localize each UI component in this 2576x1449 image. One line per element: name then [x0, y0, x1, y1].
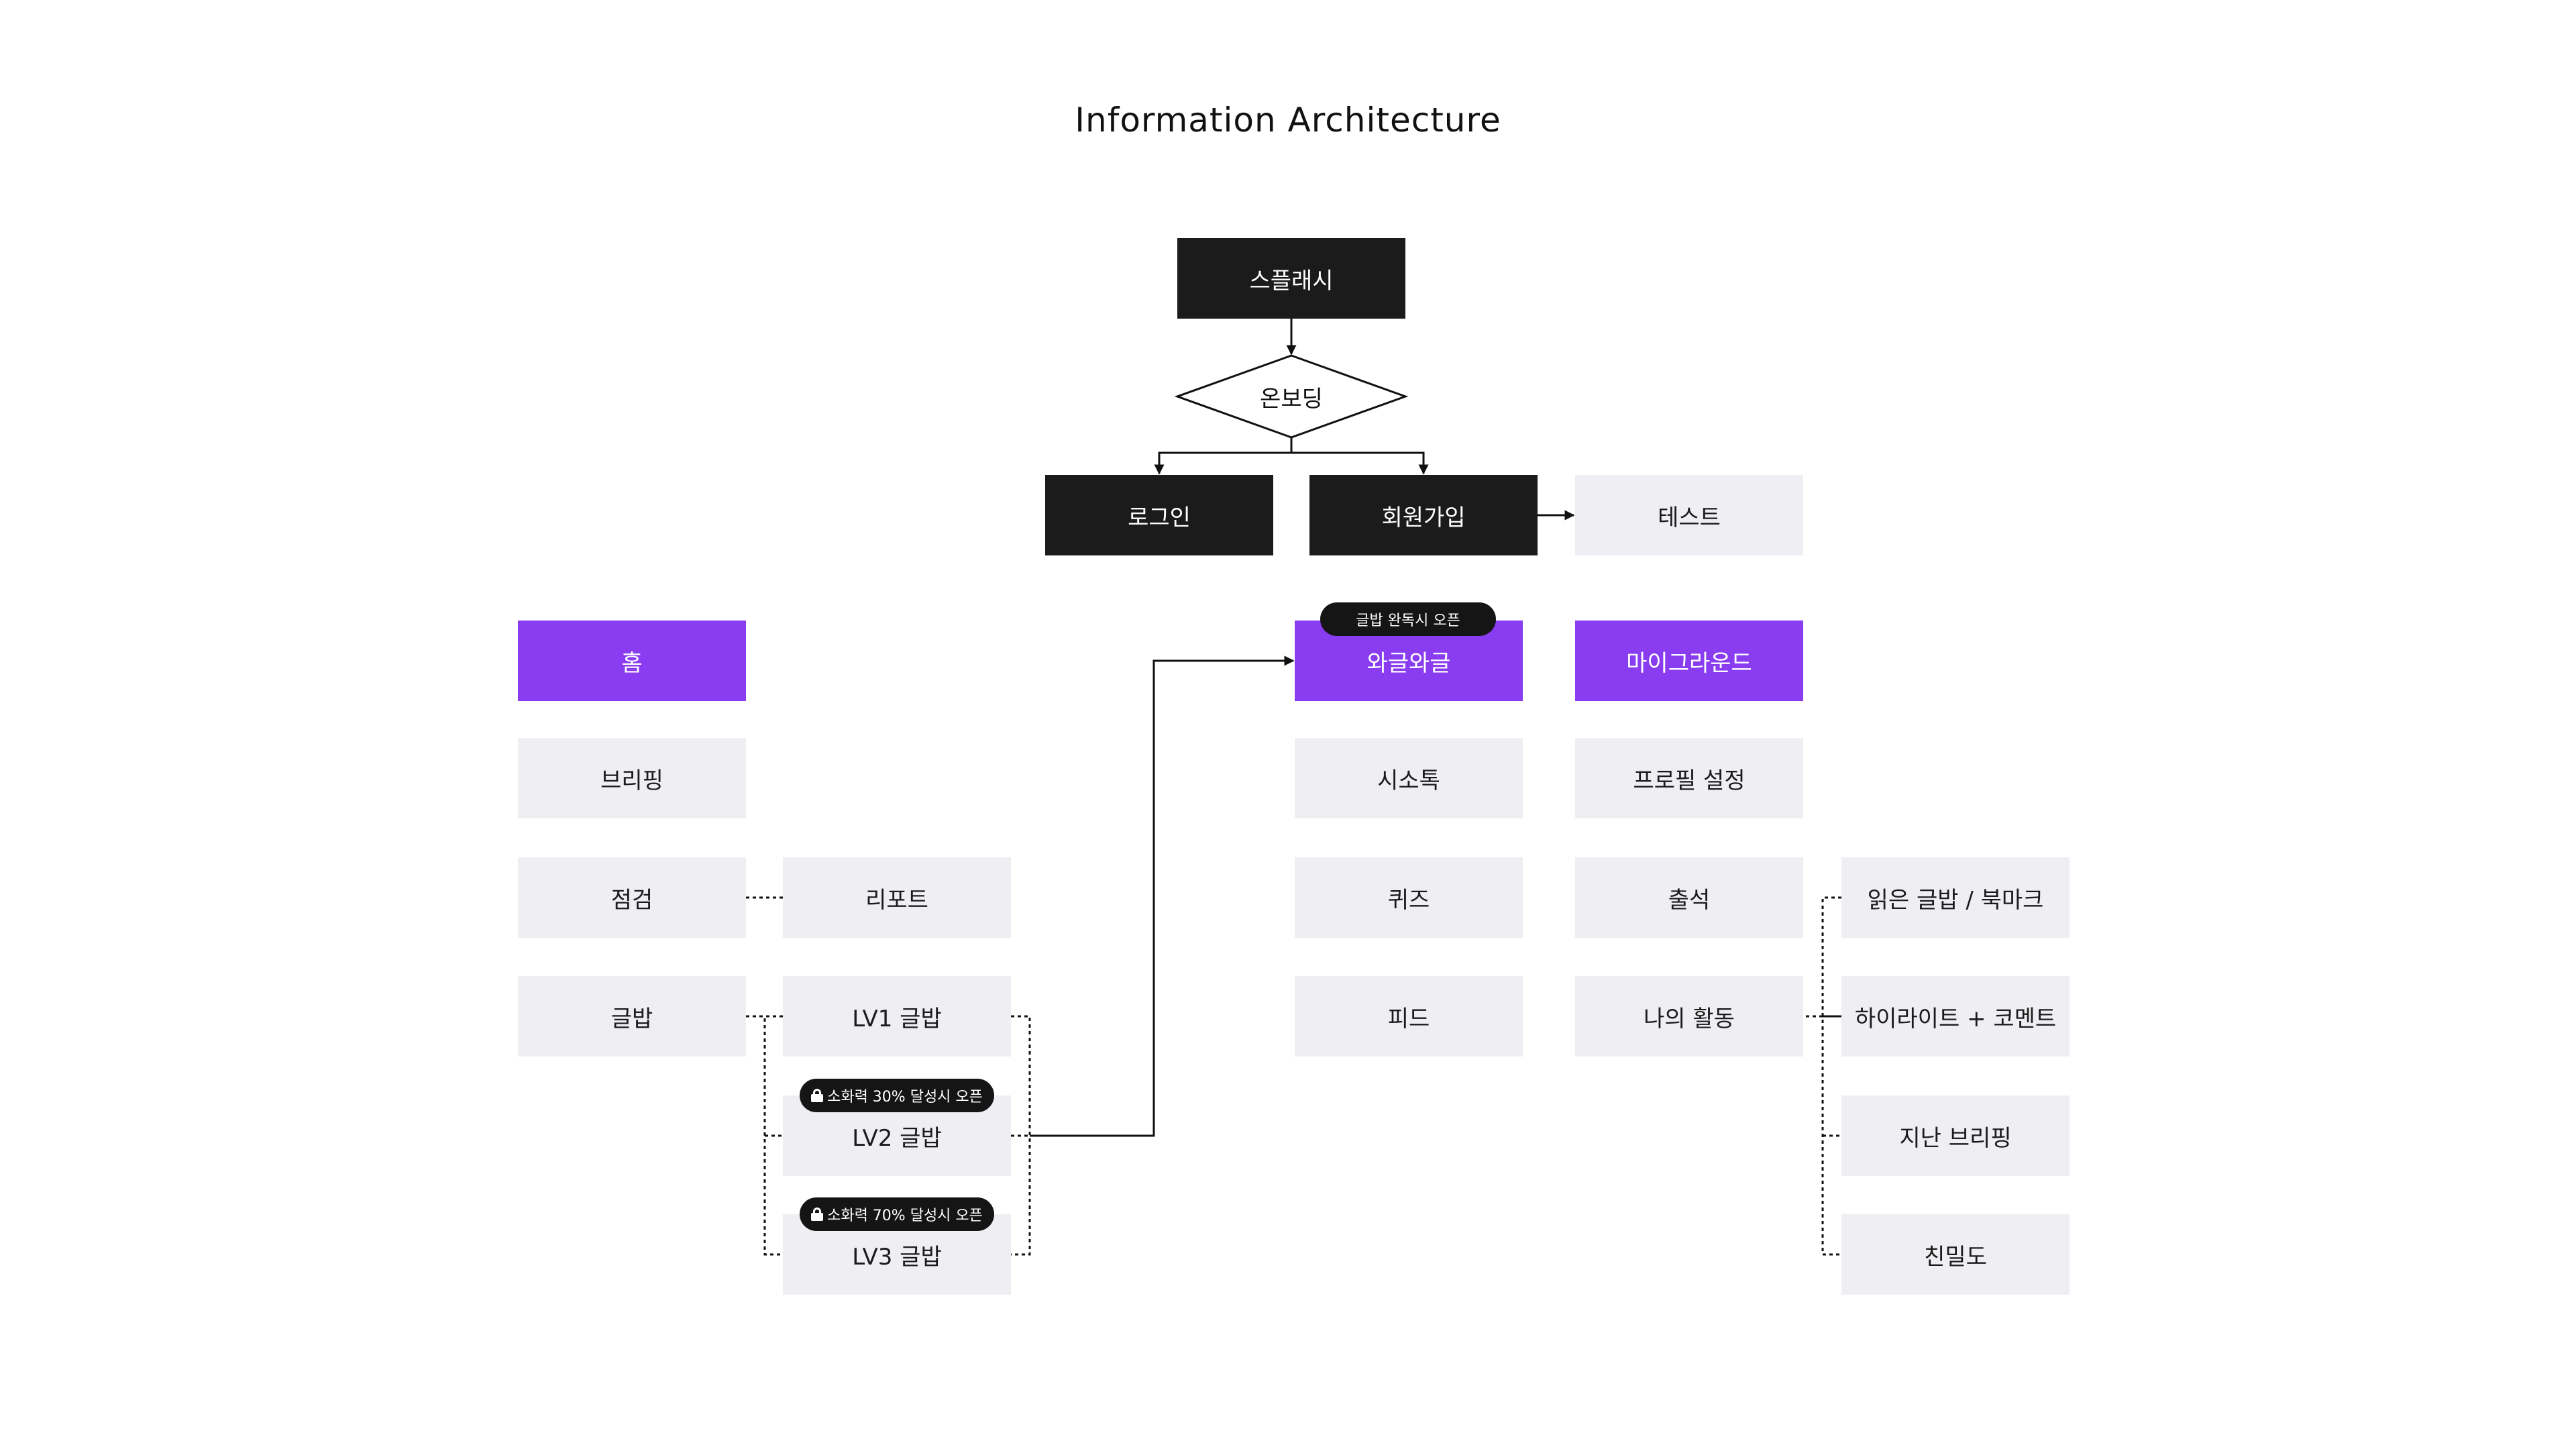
- node-feed: 피드: [1295, 976, 1523, 1057]
- node-sisotok: 시소톡: [1295, 738, 1523, 818]
- node-signup: 회원가입: [1309, 475, 1538, 555]
- node-lv1: LV1 글밥: [783, 976, 1011, 1057]
- badge-lv3-text: 소화력 70% 달성시 오픈: [827, 1208, 983, 1224]
- edge-bracket-activity: [1821, 896, 1841, 1256]
- node-geulbap: 글밥: [518, 976, 746, 1057]
- node-quiz: 퀴즈: [1295, 857, 1523, 938]
- node-home: 홈: [518, 621, 746, 701]
- node-test: 테스트: [1575, 475, 1803, 555]
- node-myground: 마이그라운드: [1575, 621, 1803, 701]
- node-highlight: 하이라이트 + 코멘트: [1841, 976, 2070, 1057]
- node-read: 읽은 글밥 / 북마크: [1841, 857, 2070, 938]
- node-intimacy: 친밀도: [1841, 1214, 2070, 1295]
- badge-lv2-text: 소화력 30% 달성시 오픈: [827, 1089, 983, 1106]
- badge-lv3-open: 소화력 70% 달성시 오픈: [800, 1197, 994, 1231]
- badge-wagul-open: 글밥 완독시 오픈: [1320, 602, 1496, 636]
- node-past-briefing: 지난 브리핑: [1841, 1095, 2070, 1176]
- node-activity: 나의 활동: [1575, 976, 1803, 1057]
- node-check: 점검: [518, 857, 746, 938]
- lock-icon: [811, 1208, 824, 1221]
- page-title: Information Architecture: [1075, 101, 1501, 140]
- node-attendance: 출석: [1575, 857, 1803, 938]
- node-splash: 스플래시: [1177, 238, 1405, 319]
- badge-lv2-open: 소화력 30% 달성시 오픈: [800, 1079, 994, 1112]
- node-onboarding: 온보딩: [1260, 385, 1323, 413]
- node-briefing: 브리핑: [518, 738, 746, 818]
- edge-onboarding-signup: [1291, 451, 1429, 475]
- edge-onboarding-login: [1154, 437, 1293, 475]
- edge-lv-wagul: [1030, 655, 1295, 1137]
- node-report: 리포트: [783, 857, 1011, 938]
- edge-bracket-right: [1011, 1015, 1031, 1256]
- node-login: 로그인: [1045, 475, 1273, 555]
- lock-icon: [811, 1089, 824, 1102]
- node-profile: 프로필 설정: [1575, 738, 1803, 818]
